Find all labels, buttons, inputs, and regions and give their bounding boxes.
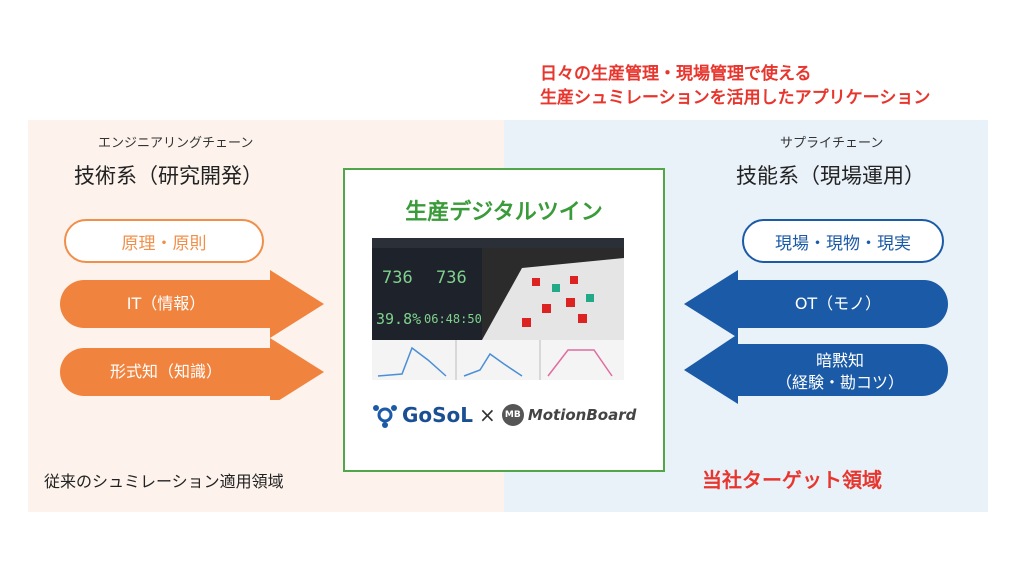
tacit-knowledge-line-2: （経験・勘コツ） — [775, 373, 904, 392]
times-symbol: × — [479, 403, 496, 427]
screenshot-titlebar — [372, 238, 624, 248]
it-arrow-shape — [60, 270, 324, 338]
explicit-knowledge-arrow-shape — [60, 338, 324, 400]
headline-line-1: 日々の生産管理・現場管理で使える — [540, 64, 812, 84]
motionboard-icon: MB — [501, 404, 524, 426]
screenshot-charts — [372, 340, 624, 380]
kpi-value-a: 736 — [382, 268, 413, 288]
left-footer: 従来のシュミレーション適用領域 — [44, 472, 284, 491]
kpi-value-b: 736 — [436, 268, 467, 288]
dashboard-screenshot: 736 736 39.8% 06:48:50 — [372, 238, 624, 380]
left-subtitle: エンジニアリングチェーン — [98, 136, 254, 151]
kpi-time: 06:48:50 — [424, 312, 482, 326]
right-subtitle: サプライチェーン — [780, 136, 884, 151]
tacit-knowledge-arrow-label: 暗黙知 （経験・勘コツ） — [742, 346, 938, 398]
it-arrow-label: IT（情報） — [126, 294, 206, 313]
genba-pill: 現場・現物・現実 — [742, 219, 944, 263]
motionboard-logo-text: MotionBoard — [527, 406, 637, 424]
screenshot-kpi-panel — [372, 248, 482, 340]
tacit-knowledge-arrow-shape — [684, 334, 948, 404]
digital-twin-title: 生産デジタルツイン — [405, 200, 603, 225]
gosol-icon — [373, 405, 397, 428]
ot-arrow-label: OT（モノ） — [794, 294, 882, 313]
left-title: 技術系（研究開発） — [74, 164, 263, 188]
right-footer: 当社ターゲット領域 — [702, 468, 882, 492]
headline: 日々の生産管理・現場管理で使える 生産シュミレーションを活用したアプリケーション — [540, 62, 930, 110]
headline-line-2: 生産シュミレーションを活用したアプリケーション — [540, 88, 931, 108]
principle-pill: 原理・原則 — [64, 219, 264, 263]
right-arrows-graphic — [684, 270, 948, 404]
screenshot-3d-view — [482, 248, 624, 340]
tacit-knowledge-line-1: 暗黙知 — [815, 351, 864, 370]
right-title: 技能系（現場運用） — [736, 164, 925, 188]
gosol-logo-text: GoSoL — [402, 403, 474, 427]
ot-arrow-shape — [684, 270, 948, 338]
kpi-percent: 39.8% — [376, 310, 422, 328]
explicit-knowledge-arrow-label: 形式知（知識） — [109, 362, 222, 381]
logo-row: GoSoL × MB MotionBoard — [372, 402, 636, 428]
left-arrows-graphic — [60, 270, 324, 400]
